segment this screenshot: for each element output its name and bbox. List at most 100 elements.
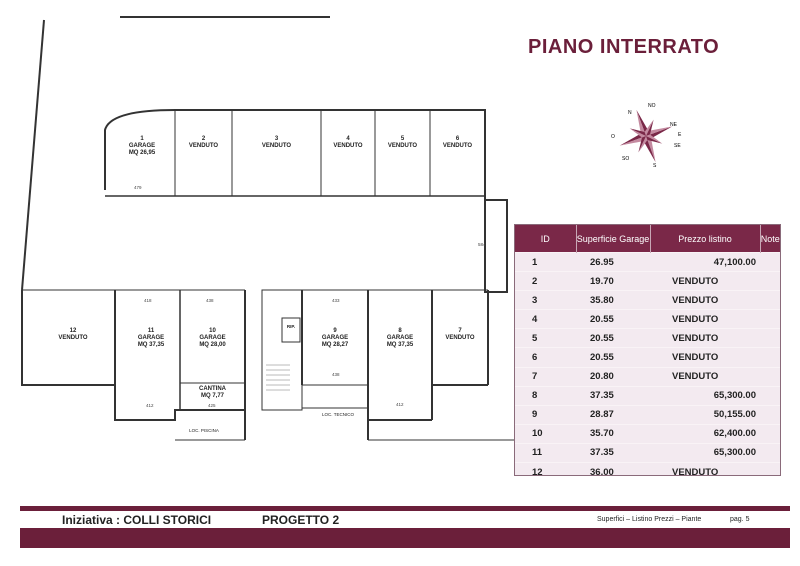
unit-number: 5: [400, 136, 405, 142]
floor-plan-drawing: [21, 16, 515, 441]
cell-price: 62,400.00: [650, 423, 760, 444]
cell-id: 5: [515, 328, 576, 348]
unit-type: GARAGE: [321, 335, 349, 341]
unit-label: 3 VENDUTO: [232, 136, 321, 150]
cell-notes: [760, 347, 780, 368]
cell-price: 65,300.00: [650, 385, 760, 406]
compass-label: O: [611, 134, 615, 140]
cell-price: 50,155.00: [650, 404, 760, 425]
dimension-label: 412: [146, 403, 154, 408]
unit-status: VENDUTO: [442, 143, 473, 149]
cell-notes: [760, 309, 780, 329]
footer-description: Superfici – Listino Prezzi – Piante: [597, 516, 702, 523]
cantina-area: MQ 7,77: [200, 393, 224, 399]
unit-number: 6: [455, 136, 460, 142]
unit-label: 12 VENDUTO: [38, 328, 108, 342]
cell-surface: 20.55: [576, 328, 650, 348]
unit-number: 11: [147, 328, 155, 334]
unit-status: VENDUTO: [333, 143, 363, 149]
unit-label: 6 VENDUTO: [430, 136, 485, 150]
cell-surface: 37.35: [576, 385, 650, 406]
dimension-label: 412: [396, 402, 404, 407]
cell-surface: 20.80: [576, 366, 650, 387]
compass-label: N: [628, 110, 632, 116]
dimension-label: 425: [208, 403, 216, 408]
unit-status: VENDUTO: [387, 143, 418, 149]
unit-type: GARAGE: [128, 143, 156, 149]
cantina-label: CANTINA MQ 7,77: [180, 386, 245, 400]
unit-area: MQ 28,00: [199, 342, 226, 348]
unit-number: 4: [346, 136, 350, 142]
footer-bar: [20, 512, 790, 529]
cell-surface: 19.70: [576, 271, 650, 291]
unit-label: 11 GARAGE MQ 37,35: [120, 328, 182, 349]
unit-area: MQ 37,35: [386, 342, 414, 348]
cell-id: 8: [515, 385, 576, 406]
cell-price: VENDUTO: [650, 271, 760, 291]
cell-notes: [760, 442, 780, 463]
loc-piscina-label: LOC. PISCINA: [189, 428, 219, 433]
unit-number: 12: [69, 328, 77, 334]
unit-label: 4 VENDUTO: [321, 136, 375, 150]
price-table: ID Superficie Garage Prezzo listino Note…: [514, 224, 781, 482]
unit-status: VENDUTO: [261, 143, 292, 149]
dimension-label: 438: [206, 298, 214, 303]
floor-plan: 1 GARAGE MQ 26,95 2 VENDUTO 3 VENDUTO 4 …: [21, 16, 515, 441]
unit-label: 8 GARAGE MQ 37,35: [368, 328, 432, 349]
compass-label: E: [678, 132, 682, 138]
unit-area: MQ 37,35: [137, 342, 165, 348]
footer-bottom-band: [20, 528, 790, 548]
dimension-label: 438: [332, 372, 340, 377]
cell-id: 2: [515, 271, 576, 291]
dimension-label: 479: [134, 185, 142, 190]
compass-rose-icon: NO NE SE S SO O E N: [611, 103, 682, 169]
footer-initiative: Iniziativa : COLLI STORICI: [62, 513, 212, 527]
cell-notes: [760, 271, 780, 291]
unit-number: 1: [140, 136, 144, 142]
cell-id: 4: [515, 309, 576, 329]
column-header-notes: Note: [759, 225, 780, 253]
cell-price: VENDUTO: [650, 328, 760, 348]
cell-id: 3: [515, 290, 576, 310]
cell-notes: [760, 404, 780, 425]
cell-price: VENDUTO: [650, 462, 760, 482]
cell-notes: [760, 366, 780, 387]
cell-price: VENDUTO: [650, 366, 760, 387]
cell-id: 1: [515, 251, 576, 272]
unit-type: GARAGE: [137, 335, 165, 341]
cell-notes: [760, 385, 780, 406]
cell-surface: 36.00: [576, 462, 650, 482]
unit-status: VENDUTO: [188, 143, 219, 149]
cell-price: VENDUTO: [650, 309, 760, 329]
footer-page-number: pag. 5: [730, 516, 750, 523]
cell-notes: [760, 290, 780, 310]
unit-number: 9: [333, 328, 337, 334]
compass-label: S: [653, 163, 657, 169]
cell-price: VENDUTO: [650, 290, 760, 310]
cell-id: 10: [515, 423, 576, 444]
unit-type: GARAGE: [386, 335, 414, 341]
cell-notes: [760, 462, 780, 482]
footer-top-band: [20, 506, 790, 511]
cell-surface: 35.80: [576, 290, 650, 310]
compass-label: SO: [622, 156, 629, 162]
cell-price: 47,100.00: [650, 251, 760, 272]
unit-type: GARAGE: [199, 335, 226, 341]
dimension-label: 433: [332, 298, 340, 303]
page-title: PIANO INTERRATO: [528, 36, 720, 58]
cell-notes: [760, 251, 780, 272]
unit-label: 7 VENDUTO: [432, 328, 488, 342]
cell-surface: 26.95: [576, 251, 650, 272]
cell-price: VENDUTO: [650, 347, 760, 368]
cell-notes: [760, 423, 780, 444]
unit-status: VENDUTO: [445, 335, 475, 341]
cell-notes: [760, 328, 780, 348]
